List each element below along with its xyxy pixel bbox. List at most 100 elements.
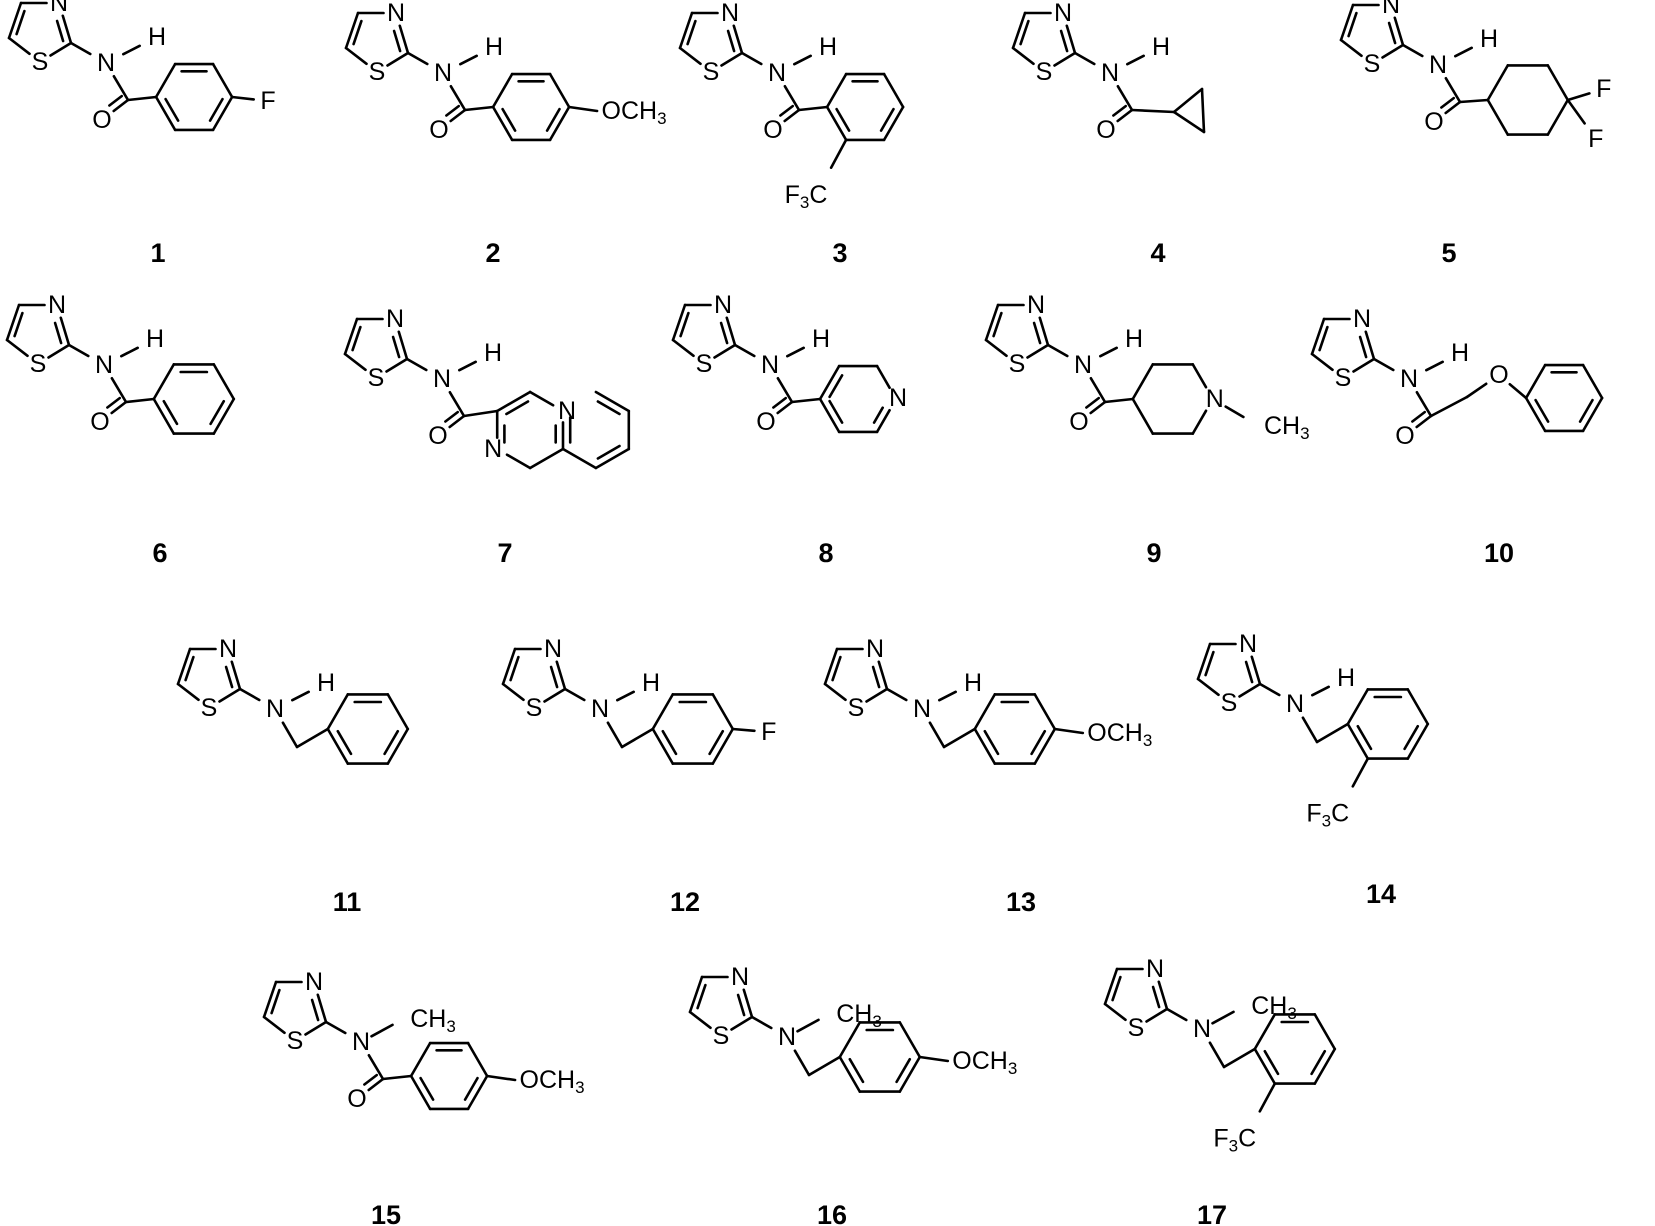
bond-line-8 (818, 397, 841, 434)
group-label-16: CH3 (836, 1000, 882, 1031)
atom-label-11: S (201, 694, 218, 722)
compound-label-11: 12 (670, 887, 700, 917)
bond-line-6 (120, 346, 139, 358)
bond-line-17 (1263, 1049, 1280, 1076)
bond-line-4 (1116, 85, 1134, 112)
bond-line-4 (1073, 51, 1096, 66)
bond-line-4 (1053, 51, 1077, 67)
bond-line-1 (15, 9, 26, 36)
atom-label-13: H (964, 669, 982, 697)
bond-line-15 (367, 1054, 385, 1081)
bond-line-12 (651, 693, 675, 731)
bond-line-7 (448, 414, 466, 429)
bond-line-11 (326, 693, 350, 731)
bond-line-8 (725, 316, 737, 347)
bond-line-15 (304, 1020, 328, 1036)
bond-line-16 (742, 988, 754, 1019)
atom-label-9: H (1125, 325, 1143, 353)
atom-label-5: F (1596, 75, 1611, 103)
bond-line-8 (719, 321, 729, 345)
atom-label-10: N (1400, 365, 1418, 393)
bond-line-4 (1059, 29, 1069, 53)
bond-line-16 (848, 1057, 865, 1084)
compound-label-16: 17 (1197, 1200, 1227, 1226)
atom-label-7: N (433, 365, 451, 393)
bond-line-5 (1339, 38, 1363, 58)
atom-label-7: N (386, 305, 404, 333)
bond-line-13 (937, 690, 958, 702)
atom-label-7: N (484, 435, 502, 463)
bond-line-16 (807, 1055, 842, 1077)
bond-line-13 (973, 693, 997, 731)
bond-line-11 (238, 687, 261, 702)
group-label-13: OCH3 (1087, 719, 1152, 750)
bond-line-6 (162, 399, 179, 426)
bond-line-10 (1372, 357, 1395, 372)
bond-line-11 (224, 665, 234, 689)
bond-line-10 (1425, 360, 1444, 372)
bond-line-2 (445, 104, 461, 117)
atom-label-6: N (95, 351, 113, 379)
bond-line-11 (176, 682, 200, 702)
bond-line-1 (7, 1, 23, 40)
bond-line-1 (122, 44, 141, 56)
bond-line-9 (1089, 376, 1107, 404)
bond-line-11 (336, 729, 353, 756)
bond-line-7 (596, 400, 621, 416)
bond-line-5 (1393, 16, 1405, 47)
bond-line-2 (501, 107, 517, 132)
atom-label-2: N (387, 0, 405, 27)
bond-line-14 (1346, 722, 1370, 760)
bond-line-1 (230, 95, 255, 101)
atom-label-1: H (148, 23, 166, 51)
atom-label-2: N (434, 59, 452, 87)
bond-line-13 (1033, 693, 1057, 731)
atom-label-11: N (219, 635, 237, 663)
bond-line-13 (871, 665, 881, 689)
bond-line-10 (1524, 396, 1547, 433)
bond-line-13 (928, 721, 946, 749)
atom-label-8: H (812, 325, 830, 353)
bond-line-9 (1089, 400, 1107, 415)
bond-line-15 (367, 1077, 385, 1092)
group-label-9: CH3 (1264, 412, 1310, 443)
bond-lines (5, 1, 1604, 1113)
bond-line-12 (555, 660, 567, 691)
atom-label-3: H (819, 33, 837, 61)
atom-label-15: N (305, 968, 323, 996)
bond-line-14 (1315, 722, 1350, 744)
bond-line-12 (661, 729, 678, 756)
bond-line-16 (688, 1010, 712, 1030)
bond-line-17 (1310, 1049, 1327, 1076)
atom-label-4: H (1152, 33, 1170, 61)
bond-line-3 (879, 107, 895, 132)
bond-line-12 (615, 690, 636, 702)
atom-label-7: H (484, 339, 502, 367)
bond-line-7 (495, 390, 532, 413)
bond-line-11 (176, 647, 192, 686)
bond-line-4 (1200, 87, 1206, 134)
bond-line-9 (1038, 316, 1050, 347)
atom-label-5: N (1382, 0, 1400, 19)
bond-line-8 (776, 376, 794, 404)
bond-line-4 (1172, 110, 1206, 134)
bond-line-2 (545, 107, 561, 132)
compound-label-13: 14 (1366, 879, 1396, 909)
atom-label-9: N (1027, 291, 1045, 319)
bond-line-8 (872, 406, 885, 424)
bond-line-9 (1026, 343, 1050, 359)
bond-line-5 (1454, 46, 1473, 58)
bond-line-3 (678, 11, 694, 50)
bond-line-17 (1103, 967, 1119, 1006)
bond-line-6 (106, 396, 121, 409)
bond-line-15 (310, 998, 320, 1022)
bond-line-17 (1313, 1047, 1337, 1085)
bond-line-3 (678, 46, 702, 66)
compound-label-3: 4 (1150, 238, 1165, 268)
bond-line-5 (1566, 92, 1591, 102)
bond-line-12 (711, 693, 735, 731)
group-label-2: OCH3 (602, 97, 667, 128)
bond-line-5 (1486, 64, 1510, 102)
atom-label-13: N (866, 635, 884, 663)
